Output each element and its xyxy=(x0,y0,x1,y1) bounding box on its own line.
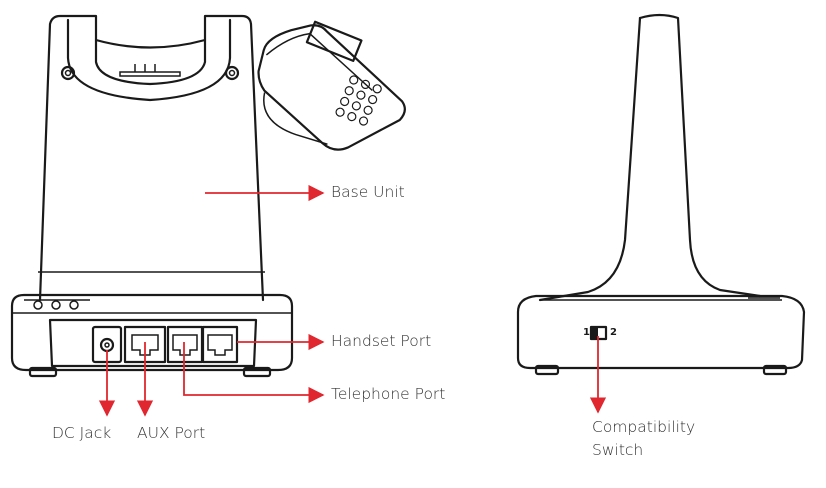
label-dc-jack: DC Jack xyxy=(52,424,112,442)
label-compatibility-switch-line1: Compatibility xyxy=(592,418,696,436)
telephone-port-arrow xyxy=(183,342,325,404)
label-aux-port: AUX Port xyxy=(137,424,206,442)
callout-arrows xyxy=(98,184,607,417)
label-telephone-port: Telephone Port xyxy=(331,385,446,403)
desk-phone-illustration xyxy=(257,20,406,151)
label-handset-port: Handset Port xyxy=(331,332,432,350)
label-compatibility-switch-line2: Switch xyxy=(592,441,644,459)
base-unit-front-view xyxy=(10,14,294,378)
switch-position-2: 2 xyxy=(610,327,617,338)
base-unit-side-view xyxy=(516,13,806,376)
label-base-unit: Base Unit xyxy=(331,183,405,201)
switch-position-1: 1 xyxy=(583,327,590,338)
